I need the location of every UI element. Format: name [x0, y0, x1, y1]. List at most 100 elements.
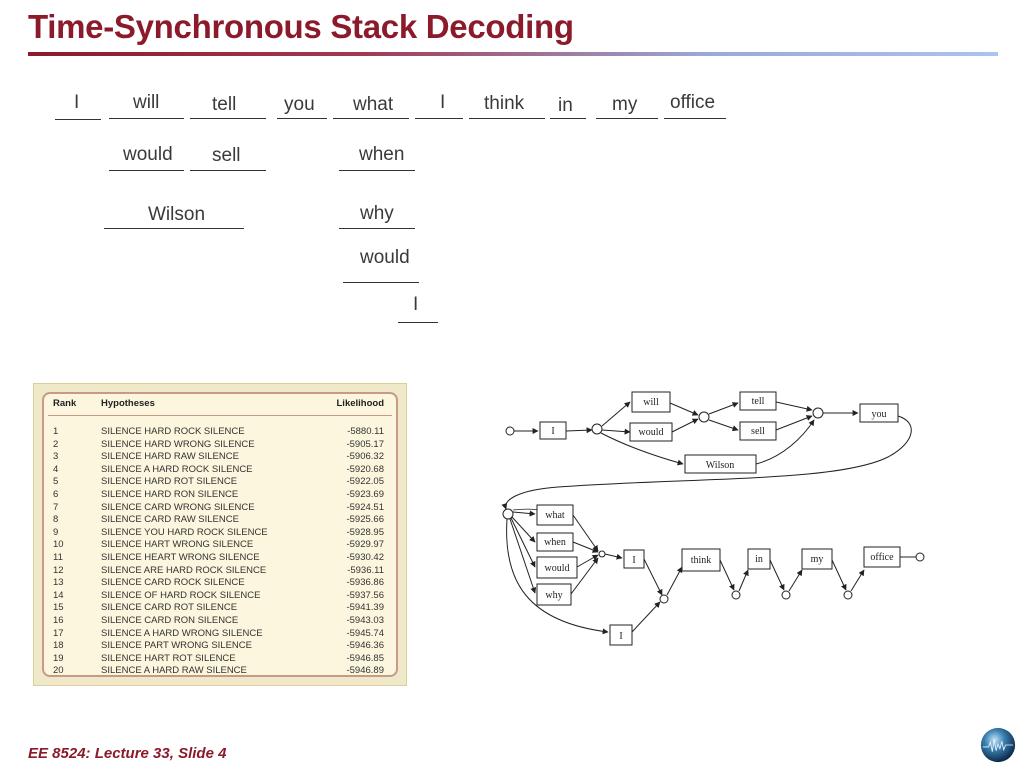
- graph-node: [801, 548, 833, 570]
- stack-underline: [277, 118, 327, 119]
- rank-cell: 9: [53, 526, 59, 538]
- graph-node-label: what: [545, 510, 565, 521]
- rank-cell: 8: [53, 514, 59, 526]
- hypothesis-cell: SILENCE A HARD ROCK SILENCE: [101, 463, 253, 475]
- stack-underline: [190, 118, 266, 119]
- hypothesis-cell: SILENCE CARD RON SILENCE: [101, 615, 239, 626]
- rank-header: Rank: [53, 398, 77, 409]
- graph-node-label: when: [544, 537, 566, 548]
- slide-title: Time-Synchronous Stack Decoding: [28, 8, 574, 45]
- stack-word: when: [359, 144, 405, 165]
- graph-node-label: tell: [752, 396, 765, 407]
- stack-underline: [109, 118, 184, 119]
- stack-underline: [109, 170, 184, 171]
- stack-underline: [469, 118, 545, 119]
- rank-cell: 6: [53, 489, 59, 500]
- graph-node: [536, 532, 574, 552]
- graph-node-label: office: [870, 552, 894, 563]
- likelihood-cell: -5946.36: [346, 640, 384, 652]
- rank-cell: 7: [53, 501, 59, 513]
- graph-node: [684, 454, 757, 474]
- stack-word: office: [670, 92, 716, 113]
- hypothesis-cell: SILENCE HARD ROCK SILENCE: [101, 426, 245, 437]
- likelihood-cell: -5922.05: [346, 476, 384, 488]
- globe-logo-icon: [980, 727, 1016, 763]
- likelihood-cell: -5930.42: [346, 552, 384, 563]
- likelihood-cell: -5943.03: [346, 615, 384, 626]
- graph-node: [536, 504, 574, 526]
- hypothesis-cell: SILENCE HART ROT SILENCE: [101, 652, 236, 664]
- graph-node-label: think: [691, 555, 712, 566]
- graph-node-label: my: [811, 554, 824, 565]
- stack-underline: [104, 228, 244, 229]
- header-divider: [48, 415, 392, 416]
- stack-underline: [333, 118, 409, 119]
- stack-underline: [664, 118, 726, 119]
- likelihood-cell: -5906.32: [346, 451, 384, 463]
- word-graph: I will would Wilson tell sell you what w…: [501, 391, 925, 646]
- graph-node-label: in: [755, 554, 763, 565]
- graph-node-label: will: [643, 397, 659, 408]
- likelihood-cell: -5880.11: [347, 426, 384, 437]
- stack-underline: [190, 170, 266, 171]
- rank-cell: 10: [53, 539, 64, 551]
- rank-cell: 14: [53, 589, 64, 601]
- likelihood-header: Likelihood: [336, 398, 385, 409]
- graph-node-label: would: [545, 563, 570, 574]
- table-row: 16 SILENCE CARD RON SILENCE -5943.03: [44, 615, 396, 628]
- graph-node: [631, 391, 671, 413]
- graph-node: [739, 391, 777, 411]
- hypothesis-cell: SILENCE HARD ROT SILENCE: [101, 476, 238, 488]
- likelihood-cell: -5905.17: [346, 438, 384, 450]
- graph-node: [863, 546, 901, 568]
- stack-word: I: [74, 92, 80, 113]
- stack-word: I: [440, 92, 446, 113]
- table-row: 10 SILENCE HART WRONG SILENCE -5929.97: [44, 539, 396, 552]
- stack-word: I: [413, 294, 419, 315]
- stack-word: Wilson: [148, 204, 206, 225]
- stack-underline: [596, 118, 658, 119]
- graph-node: [859, 403, 899, 423]
- hypothesis-cell: SILENCE YOU HARD ROCK SILENCE: [101, 526, 268, 538]
- rank-cell: 17: [53, 627, 64, 639]
- likelihood-cell: -5936.86: [346, 577, 384, 589]
- end-node: [915, 552, 925, 562]
- graph-node-label: I: [619, 631, 622, 642]
- stack-word: why: [360, 203, 394, 224]
- stack-underline: [55, 119, 101, 120]
- stack-word: think: [484, 93, 525, 114]
- hypothesis-cell: SILENCE HARD RAW SILENCE: [101, 451, 239, 463]
- graph-node: [623, 549, 645, 569]
- rank-cell: 13: [53, 577, 64, 589]
- title-underline: [28, 52, 998, 56]
- stack-word: would: [123, 144, 173, 165]
- rank-cell: 16: [53, 615, 64, 626]
- hypothesis-cell: SILENCE HEART WRONG SILENCE: [101, 552, 260, 563]
- likelihood-cell: -5929.97: [346, 539, 384, 551]
- graph-node: [536, 556, 578, 579]
- stack-word: will: [133, 92, 160, 113]
- hypothesis-cell: SILENCE HART WRONG SILENCE: [101, 539, 254, 551]
- likelihood-cell: -5941.39: [346, 602, 384, 614]
- likelihood-cell: -5928.95: [346, 526, 384, 538]
- hypothesis-cell: SILENCE CARD RAW SILENCE: [101, 514, 239, 526]
- hypothesis-cell: SILENCE A HARD WRONG SILENCE: [101, 627, 263, 639]
- likelihood-cell: -5924.51: [346, 501, 384, 513]
- stack-underline: [339, 170, 415, 171]
- rank-cell: 4: [53, 463, 59, 475]
